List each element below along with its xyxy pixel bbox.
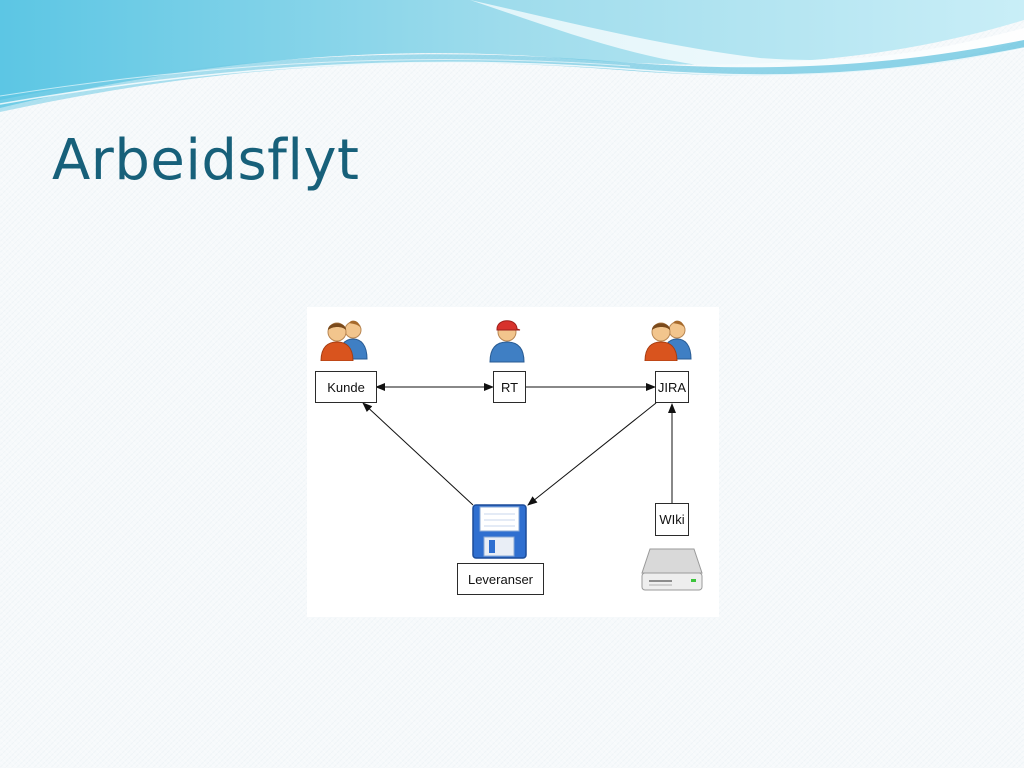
header-wave-banner (0, 0, 1024, 112)
users-group-icon (320, 320, 368, 361)
slide-title: Arbeidsflyt (52, 128, 360, 193)
node-leveranser: Leveranser (457, 563, 544, 595)
node-jira: JIRA (655, 371, 689, 403)
edge-jira-leveranser (527, 402, 657, 506)
node-kunde: Kunde (315, 371, 377, 403)
edge-leveranser-kunde (362, 402, 474, 506)
diagram-connectors (362, 383, 676, 506)
hard-drive-icon (641, 548, 703, 591)
workflow-diagram: Kunde RT JIRA WIki Leveranser (307, 307, 719, 617)
node-wiki: WIki (655, 503, 689, 536)
user-red-cap-icon (489, 320, 525, 363)
users-group-icon (644, 320, 692, 361)
floppy-disk-icon (472, 504, 527, 559)
node-rt: RT (493, 371, 526, 403)
